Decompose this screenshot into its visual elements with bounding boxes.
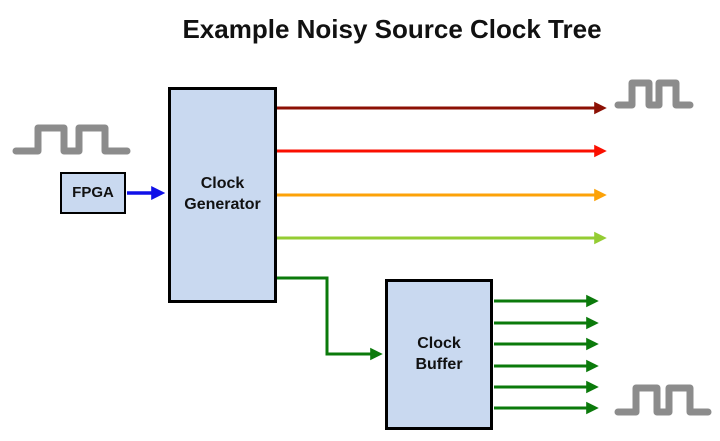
fpga-label: FPGA <box>72 184 114 202</box>
clock-buffer-node: Clock Buffer <box>385 279 493 430</box>
clock-buffer-label: Clock Buffer <box>415 334 463 373</box>
generator-output-waveform-icon <box>614 79 694 109</box>
buffer-output-waveform-icon <box>614 384 712 416</box>
input-clock-waveform-icon <box>12 124 131 155</box>
fpga-node: FPGA <box>60 172 126 214</box>
clock-generator-node: Clock Generator <box>168 87 277 303</box>
clock-generator-label: Clock Generator <box>184 175 261 213</box>
generator-to-buffer-arrow <box>277 276 383 361</box>
diagram-title: Example Noisy Source Clock Tree <box>182 14 602 44</box>
